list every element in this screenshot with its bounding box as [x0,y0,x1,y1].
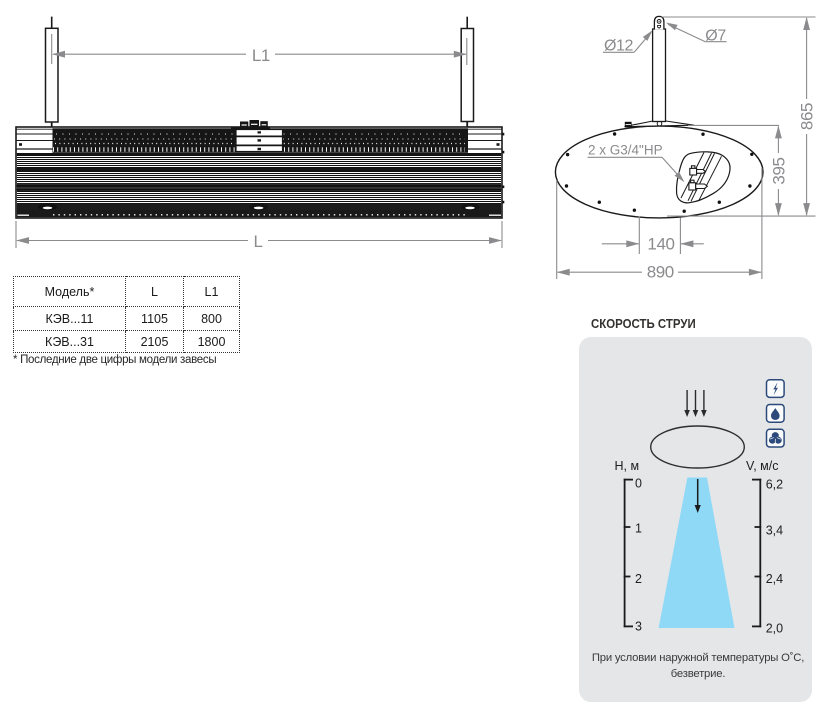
svg-text:2 x G3/4"HP: 2 x G3/4"HP [588,143,663,158]
svg-text:3,4: 3,4 [766,523,783,537]
svg-text:6,2: 6,2 [766,478,783,492]
svg-text:395: 395 [769,157,788,184]
svg-text:Ø12: Ø12 [604,38,634,55]
svg-text:Н, м: Н, м [615,459,640,473]
svg-text:140: 140 [647,234,674,253]
svg-text:Ø7: Ø7 [705,27,726,44]
svg-text:2: 2 [635,572,642,586]
svg-text:2,0: 2,0 [766,622,783,636]
svg-text:2,4: 2,4 [766,572,783,586]
svg-text:L: L [253,232,262,251]
svg-text:3: 3 [635,619,642,633]
svg-text:1: 1 [635,522,642,536]
svg-text:0: 0 [635,477,642,491]
svg-text:890: 890 [647,262,674,281]
svg-text:V, м/с: V, м/с [746,459,778,473]
svg-text:865: 865 [797,103,816,130]
svg-text:L1: L1 [252,46,270,65]
